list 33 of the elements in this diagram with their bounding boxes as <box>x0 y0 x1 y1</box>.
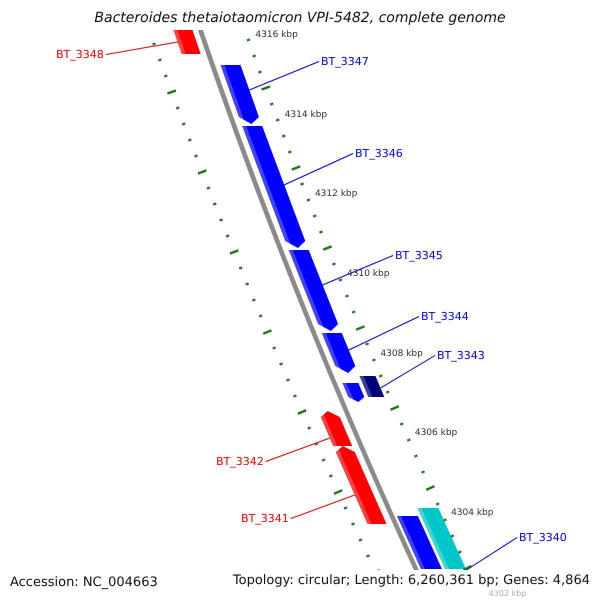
gene-label: BT_3345 <box>395 250 443 261</box>
gene-feature <box>319 411 352 446</box>
leader-line <box>348 316 420 350</box>
leader-line <box>380 355 436 388</box>
gene-label: BT_3343 <box>437 350 485 361</box>
tick-label: 4312 kbp <box>314 190 358 199</box>
tick-label: 4306 kbp <box>414 429 458 438</box>
gene-feature <box>359 376 384 397</box>
gene-feature <box>242 126 306 248</box>
gene-label: BT_3344 <box>421 311 469 322</box>
gene-label: BT_3347 <box>321 56 369 67</box>
leader-line <box>283 153 354 186</box>
leader-line <box>322 255 394 286</box>
gene-feature <box>288 250 338 331</box>
gene-feature <box>220 65 259 124</box>
leader-line <box>290 494 356 519</box>
gene-feature <box>322 333 356 373</box>
gene-label: BT_3346 <box>355 148 403 159</box>
leader-line <box>265 438 330 462</box>
leader-line <box>466 537 518 570</box>
tick-label: 4308 kbp <box>380 350 423 359</box>
accession-text: Accession: NC_004663 <box>10 576 158 589</box>
gene-feature <box>334 446 386 524</box>
gene-label: BT_3342 <box>216 456 264 467</box>
leader-line <box>248 61 320 90</box>
gene-label: BT_3348 <box>56 49 104 60</box>
leader-line <box>105 42 178 55</box>
genome-info-text: Topology: circular; Length: 6,260,361 bp; Genes: 4,864 <box>232 574 590 587</box>
tick-label: 4304 kbp <box>451 509 494 518</box>
gene-label: BT_3341 <box>241 513 289 524</box>
gene-label: BT_3340 <box>519 532 567 543</box>
title: Bacteroides thetaiotaomicron VPI-5482, complete genome <box>94 11 506 25</box>
gene-feature <box>173 30 201 54</box>
